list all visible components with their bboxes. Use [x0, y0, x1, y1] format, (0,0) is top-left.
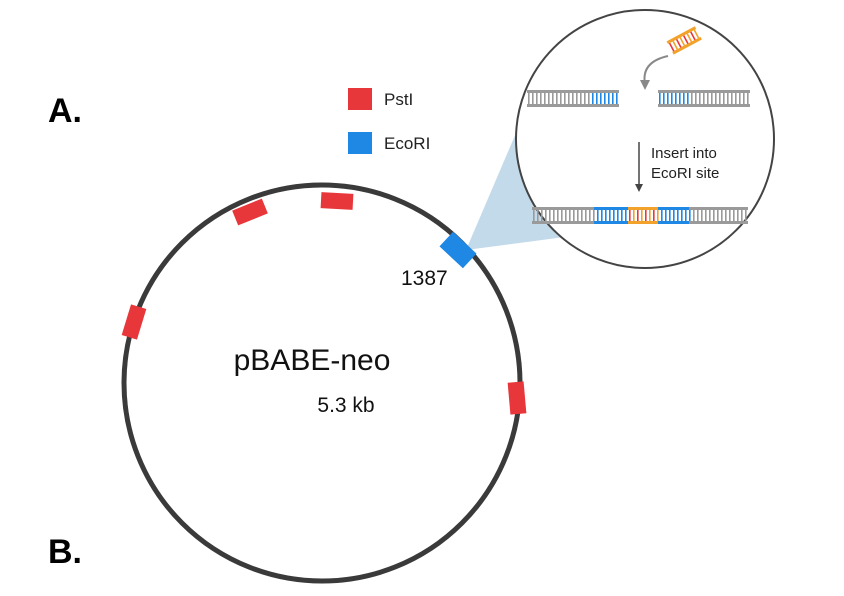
legend-ecori-swatch — [348, 132, 372, 154]
pstI-site-3 — [121, 304, 147, 340]
pstI-site-4 — [507, 381, 527, 415]
insert-arrowhead — [640, 80, 650, 90]
legend-pstI-swatch — [348, 88, 372, 110]
insert-fragment — [666, 26, 702, 55]
inset-circle — [515, 9, 775, 269]
cut-vector-left-dna — [527, 90, 619, 107]
plasmid-size: 5.3 kb — [317, 394, 374, 417]
plasmid-name: pBABE-neo — [234, 344, 391, 377]
ligation-arrowhead — [635, 184, 643, 192]
ecori-position-label: 1387 — [401, 267, 448, 290]
panel-label-b: B. — [48, 533, 82, 571]
pstI-site-1 — [232, 198, 268, 226]
inset-caption-line1: Insert into — [651, 145, 717, 162]
cut-vector-right-dna — [658, 90, 750, 107]
pstI-site-2 — [320, 192, 354, 210]
ecori-site — [439, 231, 477, 269]
recombinant-dna — [532, 207, 748, 224]
inset-caption-line2: EcoRI site — [651, 165, 719, 182]
legend-pstI-label: PstI — [384, 90, 413, 109]
legend-ecori-label: EcoRI — [384, 134, 430, 153]
inset-content: Insert into EcoRI site — [527, 26, 750, 224]
panel-label-a: A. — [48, 92, 82, 130]
